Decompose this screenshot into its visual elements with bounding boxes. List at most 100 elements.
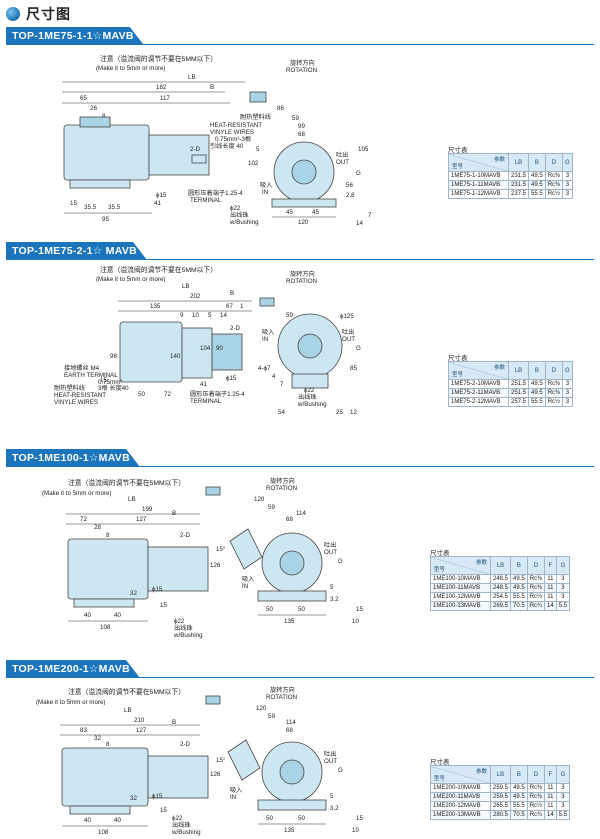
section-1me100: TOP-1ME100-1☆MAVB 注意（溢流阀的调节不要在5MM以下） (Ma… (0, 449, 600, 654)
discharge-en: OUT (342, 336, 355, 343)
dim-15: 15 (70, 200, 77, 207)
g-label: G (338, 558, 343, 565)
suction-cn: 吸入 (262, 329, 274, 336)
dim-10: 10 (192, 312, 199, 319)
g-label: G (356, 345, 361, 352)
rotation-en: ROTATION (286, 67, 317, 74)
col-lb: LB (507, 361, 530, 380)
table-caption: 尺寸表 (448, 355, 468, 362)
dim-59: 59 (292, 115, 299, 122)
dim-50a: 50 (266, 606, 273, 613)
suction-cn: 吸入 (260, 182, 272, 189)
note-en: (Make it to 5mm or more) (42, 490, 111, 497)
dim-90: 90 (216, 345, 223, 352)
model-tab: TOP-1ME75-2-1☆ MAVB (6, 242, 147, 260)
dim-50b: 50 (298, 606, 305, 613)
col-b: B (528, 153, 546, 172)
col-lb: LB (489, 556, 512, 575)
model-tab: TOP-1ME200-1☆MAVB (6, 660, 140, 678)
dim-32b: 32 (130, 795, 137, 802)
dim-135: 135 (284, 827, 295, 834)
col-g: G (555, 556, 571, 575)
dim-3-2: 3.2 (330, 596, 339, 603)
dim-85: 85 (350, 365, 357, 372)
col-lb: LB (507, 153, 530, 172)
dim-15: 15 (160, 602, 167, 609)
dim-2-8: 2.8 (346, 192, 355, 199)
dim-32: 32 (94, 735, 101, 742)
dim-8: 8 (106, 741, 110, 748)
wire-len: 引线长度 40 (210, 142, 244, 150)
section-1me75-2: TOP-1ME75-2-1☆ MAVB 注意（溢流阀的调节不要在5MM以下） (… (0, 242, 600, 442)
dim-140: 140 (170, 353, 181, 360)
suction-en: IN (230, 794, 236, 801)
dim-5: 5 (330, 793, 334, 800)
dim-72: 72 (80, 516, 87, 523)
four-phi7: 4-ϕ7 (258, 365, 271, 372)
rotation-cn: 旋转方向 (290, 270, 315, 278)
dim-108: 108 (98, 829, 109, 836)
dim-120: 120 (298, 219, 309, 226)
bushing-cn: 出线珠 (172, 821, 191, 829)
dimension-drawing: 注意（溢流阀的调节不要在5MM以下） (Make it to 5mm or mo… (62, 54, 372, 227)
dim-210: 210 (134, 717, 145, 724)
suction-en: IN (262, 336, 268, 343)
corner-header: 参数型号 (448, 153, 509, 172)
dim-45a: 45 (286, 209, 293, 216)
bushing-en: w/Bushing (229, 219, 259, 226)
model-bar: TOP-1ME100-1☆MAVB (6, 449, 594, 467)
rotation-cn: 旋转方向 (270, 477, 295, 485)
note-cn: 注意（溢流阀的调节不要在5MM以下） (68, 687, 185, 696)
dim-54-visible: 54 (278, 409, 285, 416)
dim-59: 59 (286, 312, 293, 319)
dim-15b: 15 (356, 606, 363, 613)
bushing-cn: 出线珠 (174, 624, 193, 632)
dim-14: 14 (220, 312, 227, 319)
earth-en: EARTH TERMINAL (64, 372, 118, 379)
dim-83: 83 (80, 727, 87, 734)
phi15: ϕ15 (152, 586, 163, 593)
corner-header: 参数型号 (430, 556, 491, 575)
model-tab: TOP-1ME75-1-1☆MAVB (6, 27, 144, 45)
2d-label: 2-D (180, 532, 191, 539)
dim-8: 8 (106, 532, 110, 539)
lb-label: LB (128, 496, 136, 503)
wire-b-spec: 0.75mm² (98, 379, 122, 386)
bushing-en: w/Bushing (297, 401, 327, 408)
terminal-icon (249, 91, 267, 103)
suction-en: IN (242, 583, 248, 590)
dim-59: 59 (268, 713, 275, 720)
dim-68: 68 (298, 131, 305, 138)
dim-3-2: 3.2 (330, 805, 339, 812)
col-f: F (544, 556, 557, 575)
corner-header: 参数型号 (430, 765, 491, 784)
section-1me200: TOP-1ME200-1☆MAVB 注意（溢流阀的调节不要在5MM以下） (Ma… (0, 660, 600, 839)
angle-15: 15° (216, 546, 226, 553)
discharge-cn: 吐出 (342, 328, 354, 336)
dim-5: 5 (256, 146, 260, 153)
dim-99: 99 (298, 123, 305, 130)
discharge-cn: 吐出 (324, 750, 336, 758)
terminal-cn: 圆形压着端子1.25-4 (188, 189, 243, 197)
terminal-en: TERMINAL (190, 398, 222, 405)
dim-127: 127 (136, 516, 147, 523)
dim-41: 41 (200, 381, 207, 388)
dim-59: 59 (268, 504, 275, 511)
dim-25: 25 (336, 409, 343, 416)
suction-cn: 吸入 (242, 576, 254, 583)
wire-b-en1: HEAT-RESISTANT (54, 392, 106, 399)
col-g: G (562, 153, 573, 172)
discharge-en: OUT (336, 159, 349, 166)
note-cn: 注意（溢流阀的调节不要在5MM以下） (100, 54, 217, 63)
suction-cn: 吸入 (230, 787, 242, 794)
discharge-cn: 吐出 (324, 541, 336, 549)
discharge-en: OUT (324, 758, 337, 765)
wire-cn: 耐热塑料线 (240, 113, 271, 121)
